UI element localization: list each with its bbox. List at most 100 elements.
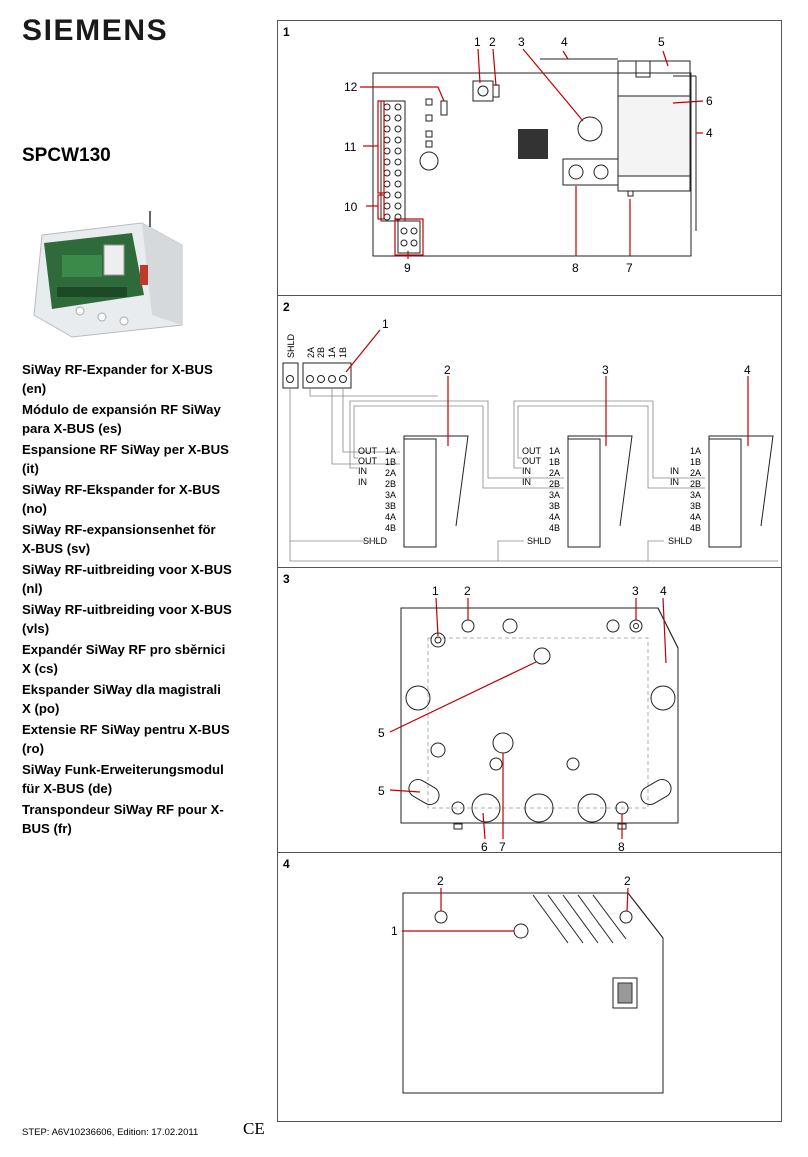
- footer-step: STEP: A6V10236606, Edition: 17.02.2011: [22, 1127, 199, 1138]
- housing-base-diagram: 1 2 3 4 5 5 6 7 8: [378, 584, 679, 854]
- callout-4b: 4: [706, 126, 713, 140]
- svg-text:1B: 1B: [385, 457, 396, 467]
- svg-text:4A: 4A: [385, 512, 396, 522]
- callout-3: 3: [602, 363, 609, 377]
- svg-text:3B: 3B: [690, 501, 701, 511]
- callout-2: 2: [489, 35, 496, 49]
- svg-text:IN: IN: [358, 466, 367, 476]
- callout-1: 1: [382, 317, 389, 331]
- housing-cover-diagram: 2 2 1: [391, 874, 664, 1094]
- callout-2: 2: [464, 584, 471, 598]
- title-po: Ekspander SiWay dla magistrali X (po): [22, 682, 221, 716]
- title-en: SiWay RF-Expander for X-BUS (en): [22, 362, 213, 396]
- siemens-logo: SIEMENS: [22, 14, 169, 47]
- svg-text:1A: 1A: [690, 446, 701, 456]
- callout-7: 7: [499, 840, 506, 854]
- svg-text:IN: IN: [522, 466, 531, 476]
- callout-7: 7: [626, 261, 633, 275]
- svg-text:4B: 4B: [385, 523, 396, 533]
- callout-9: 9: [404, 261, 411, 275]
- panel-number: 1: [283, 25, 290, 39]
- board-diagram: 1 2 3 4 5 6 4 7 8 9 10 11 12: [344, 35, 713, 275]
- callout-8: 8: [618, 840, 625, 854]
- svg-text:SHLD: SHLD: [527, 536, 552, 546]
- header-1b: 1B: [338, 347, 348, 358]
- product-photo: [33, 211, 183, 338]
- callout-2: 2: [444, 363, 451, 377]
- callout-3: 3: [518, 35, 525, 49]
- svg-text:3A: 3A: [690, 490, 701, 500]
- svg-text:4B: 4B: [690, 523, 701, 533]
- callout-2: 2: [437, 874, 444, 888]
- terminal-strip-11: [383, 103, 402, 221]
- svg-text:IN: IN: [358, 477, 367, 487]
- panel-4: 4 2 2 1: [277, 852, 782, 1122]
- panel-number: 2: [283, 300, 290, 314]
- svg-text:2A: 2A: [549, 468, 560, 478]
- header-2a: 2A: [306, 347, 316, 358]
- callout-4: 4: [561, 35, 568, 49]
- header-2b: 2B: [316, 347, 326, 358]
- svg-text:4A: 4A: [549, 512, 560, 522]
- model-title: SPCW130: [22, 145, 111, 166]
- panel-number: 3: [283, 572, 290, 586]
- ce-mark: CE: [243, 1119, 265, 1138]
- callout-1: 1: [391, 924, 398, 938]
- callout-6: 6: [481, 840, 488, 854]
- callout-1: 1: [432, 584, 439, 598]
- svg-text:OUT: OUT: [522, 446, 542, 456]
- callout-4: 4: [660, 584, 667, 598]
- svg-text:OUT: OUT: [358, 446, 378, 456]
- callout-5: 5: [658, 35, 665, 49]
- svg-text:1B: 1B: [690, 457, 701, 467]
- header-1a: 1A: [327, 347, 337, 358]
- title-no: SiWay RF-Ekspander for X-BUS (no): [22, 482, 221, 516]
- title-es: Módulo de expansión RF SiWay para X-BUS …: [22, 402, 221, 436]
- title-sv: SiWay RF-expansionsenhet för X-BUS (sv): [22, 522, 216, 556]
- title-vls: SiWay RF-uitbreiding voor X-BUS (vls): [22, 602, 232, 636]
- title-ro: Extensie RF SiWay pentru X-BUS (ro): [22, 722, 230, 756]
- svg-text:OUT: OUT: [522, 456, 542, 466]
- svg-text:3B: 3B: [385, 501, 396, 511]
- panel-3: 3 1 2 3 4 5 5 6: [277, 567, 782, 854]
- callout-4: 4: [744, 363, 751, 377]
- callout-11: 11: [344, 140, 357, 154]
- svg-text:1B: 1B: [549, 457, 560, 467]
- svg-text:IN: IN: [670, 466, 679, 476]
- callout-12: 12: [344, 80, 358, 94]
- callout-10: 10: [344, 200, 358, 214]
- svg-text:3A: 3A: [385, 490, 396, 500]
- title-it: Espansione RF SiWay per X-BUS (it): [22, 442, 229, 476]
- svg-text:2A: 2A: [690, 468, 701, 478]
- svg-text:2B: 2B: [385, 479, 396, 489]
- svg-text:2B: 2B: [549, 479, 560, 489]
- callout-3: 3: [632, 584, 639, 598]
- callout-6: 6: [706, 94, 713, 108]
- svg-text:1A: 1A: [385, 446, 396, 456]
- svg-text:2B: 2B: [690, 479, 701, 489]
- svg-text:SHLD: SHLD: [668, 536, 693, 546]
- svg-text:2A: 2A: [385, 468, 396, 478]
- svg-text:IN: IN: [522, 477, 531, 487]
- title-nl: SiWay RF-uitbreiding voor X-BUS (nl): [22, 562, 232, 596]
- callout-1: 1: [474, 35, 481, 49]
- svg-text:4B: 4B: [549, 523, 560, 533]
- svg-text:OUT: OUT: [358, 456, 378, 466]
- callout-5b: 5: [378, 784, 385, 798]
- callout-5: 5: [378, 726, 385, 740]
- title-fr: Transpondeur SiWay RF pour X-BUS (fr): [22, 802, 224, 836]
- product-title-list: SiWay RF-Expander for X-BUS (en) Módulo …: [22, 360, 232, 840]
- panel-number: 4: [283, 857, 290, 871]
- panel-1: 1: [277, 20, 782, 296]
- svg-text:1A: 1A: [549, 446, 560, 456]
- title-de: SiWay Funk-Erweiterungsmodul für X-BUS (…: [22, 762, 224, 796]
- svg-text:4A: 4A: [690, 512, 701, 522]
- header-shld: SHLD: [286, 333, 296, 358]
- title-cs: Expandér SiWay RF pro sběrnici X (cs): [22, 642, 226, 676]
- svg-text:3B: 3B: [549, 501, 560, 511]
